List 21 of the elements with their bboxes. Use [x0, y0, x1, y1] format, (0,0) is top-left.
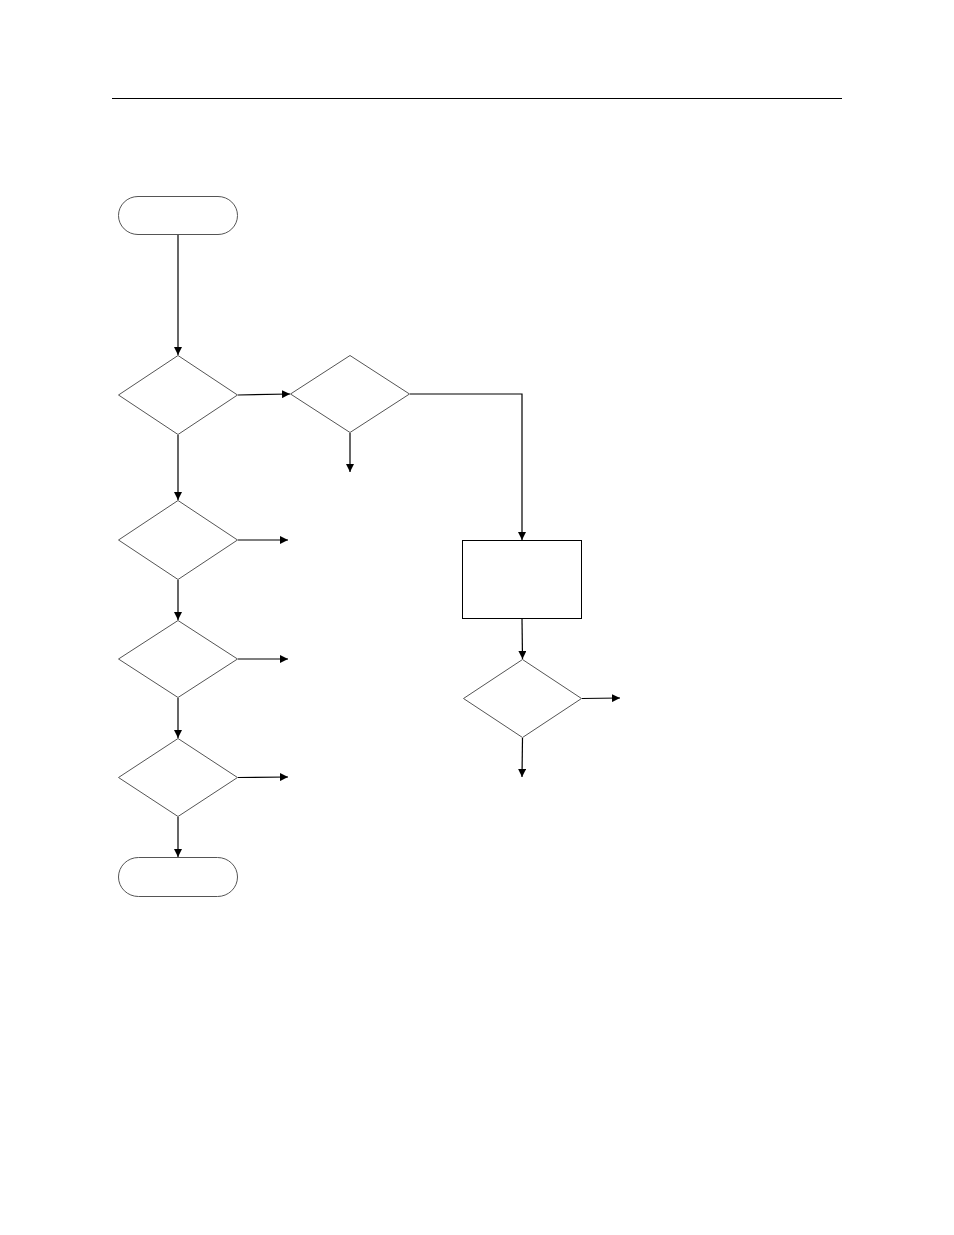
arrow	[581, 694, 621, 703]
arrow	[237, 655, 289, 663]
decision-diamond	[118, 500, 238, 580]
arrow	[174, 816, 182, 858]
arrow	[237, 773, 289, 782]
arrow	[237, 390, 291, 399]
arrow	[237, 536, 289, 544]
arrow	[174, 697, 182, 739]
decision-diamond	[463, 659, 582, 738]
arrow	[174, 434, 182, 501]
arrow	[174, 579, 182, 621]
decision-diamond	[118, 620, 238, 698]
process-box	[462, 540, 582, 619]
decision-diamond	[118, 355, 238, 435]
arrow	[346, 432, 354, 473]
arrow	[518, 737, 527, 778]
arrow	[409, 393, 526, 541]
arrow	[518, 618, 527, 660]
decision-diamond	[290, 355, 410, 433]
decision-diamond	[118, 738, 238, 817]
arrow	[174, 234, 182, 356]
